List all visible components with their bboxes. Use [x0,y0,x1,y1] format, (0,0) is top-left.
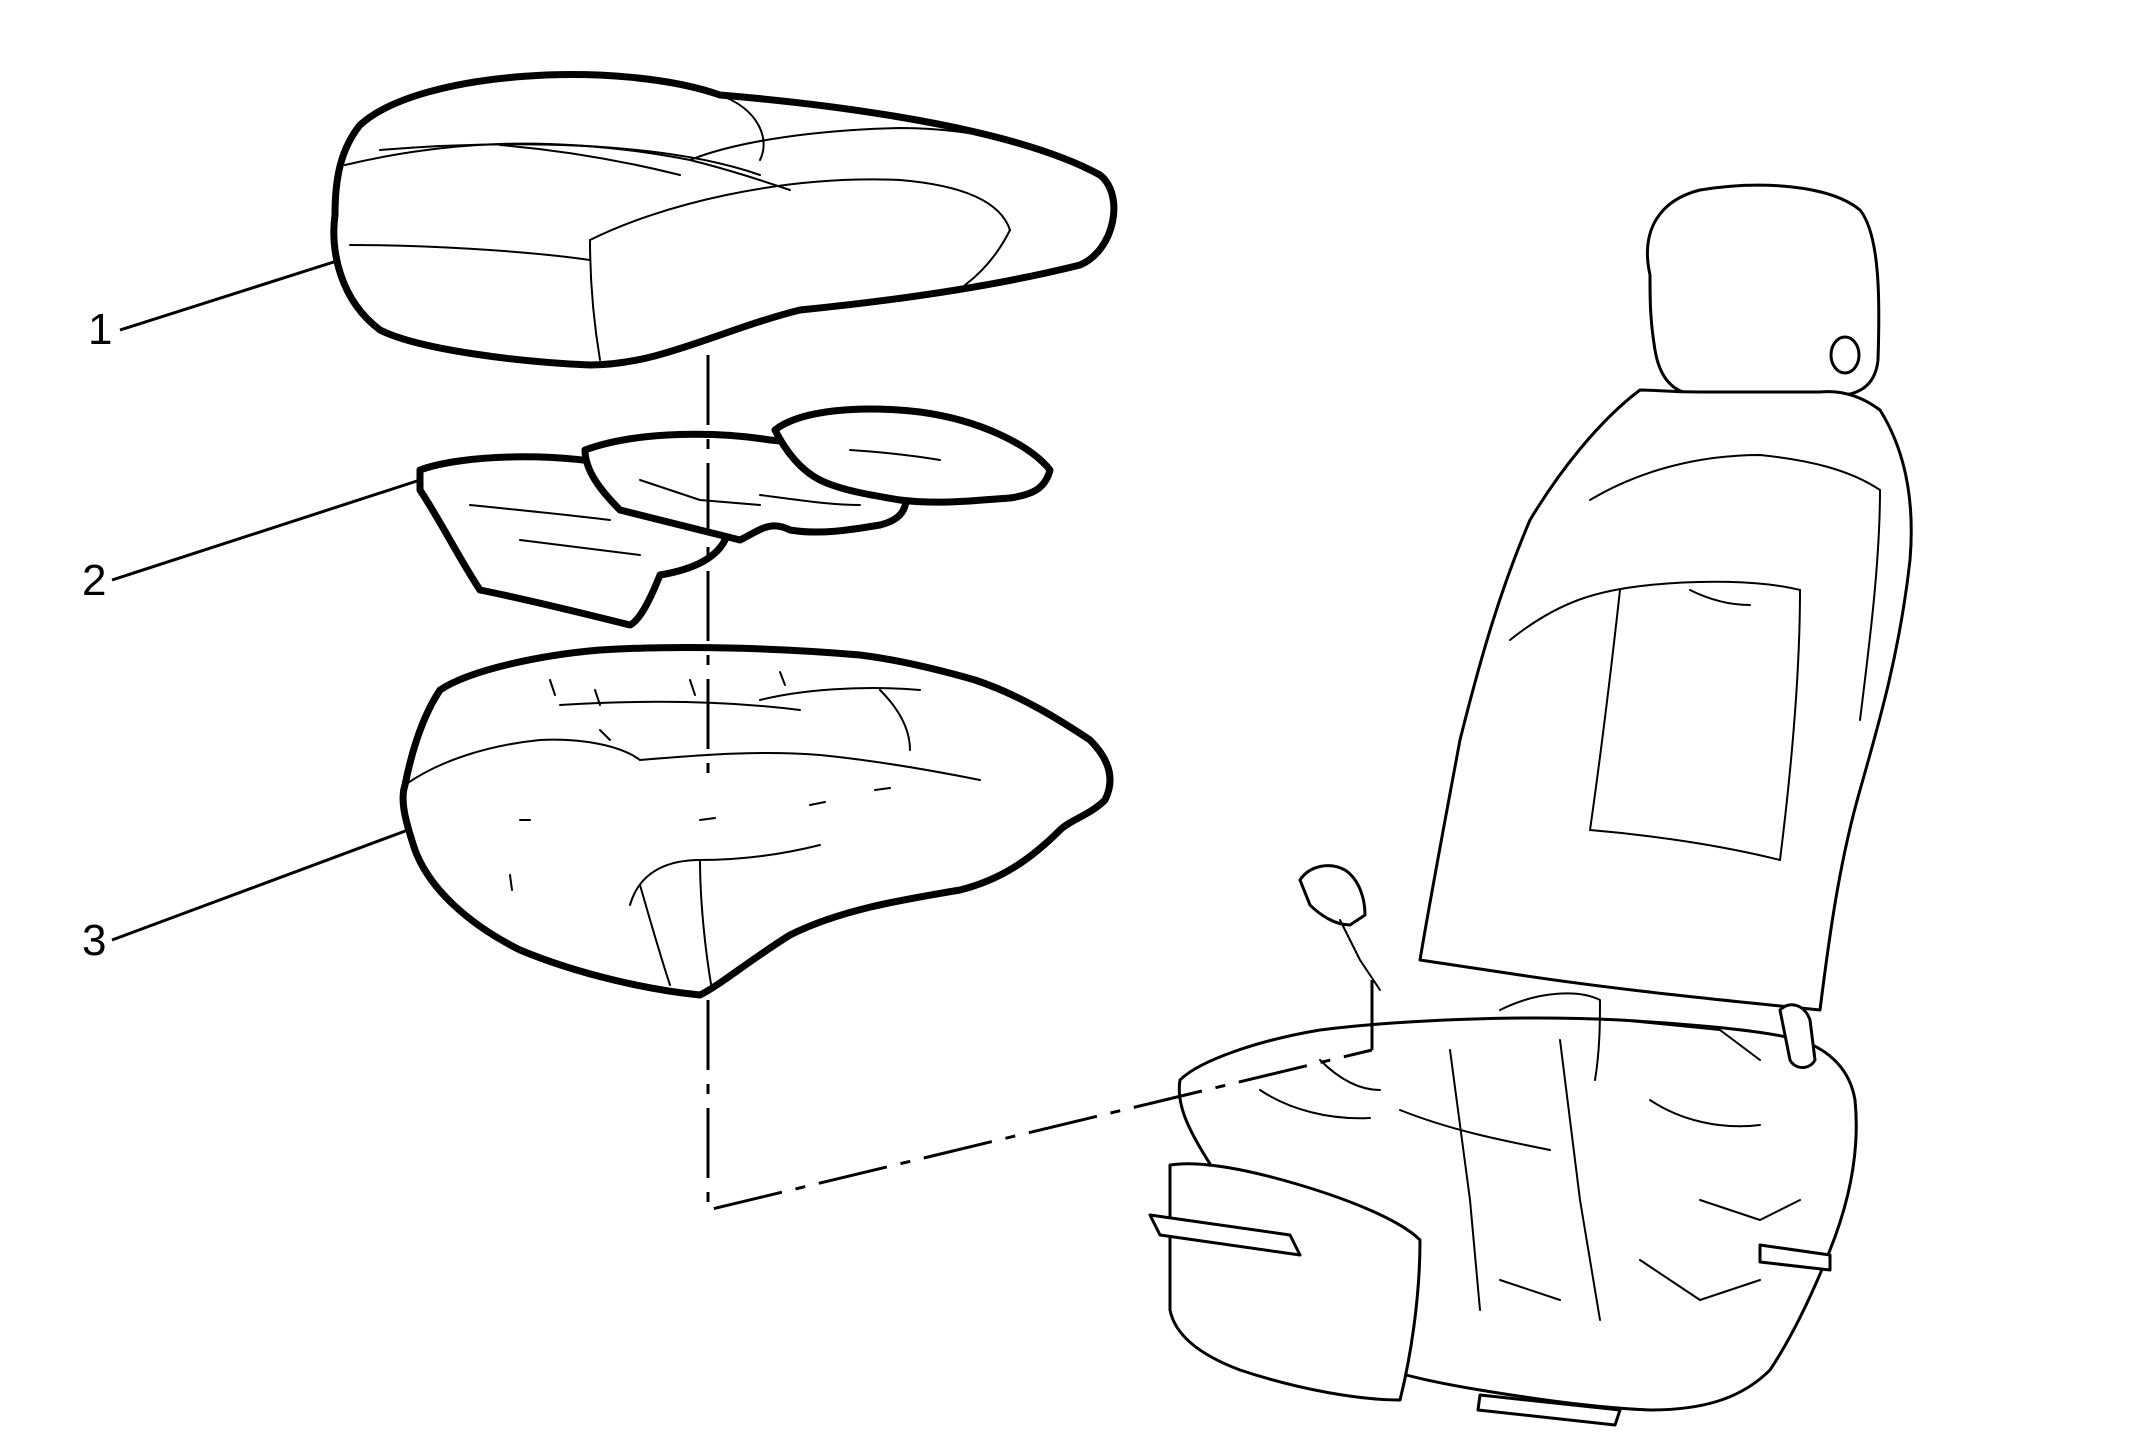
seat-heater-pads [416,405,1054,629]
installation-centerline [706,355,1374,1212]
callout-3-label: 3 [82,916,106,965]
headrest-button [1829,335,1861,375]
seat-cushion-pad [399,644,1114,999]
callout-1-leader [119,258,341,332]
headrest [1645,183,1881,397]
seat-cushion-cover [330,71,1118,369]
callout-2-leader [111,478,421,582]
seat-belt-buckle [1298,864,1367,927]
callout-3: 3 [82,828,409,965]
callout-2: 2 [82,478,421,605]
seat-backrest [1418,388,1913,1012]
callout-1-label: 1 [88,305,112,354]
seat-track-rail [1148,1213,1302,1257]
callout-2-label: 2 [82,556,106,605]
callout-3-leader [111,828,409,942]
callout-1: 1 [88,258,341,354]
seat-assembly [1148,183,1913,1427]
recliner-lever [1778,1003,1817,1069]
